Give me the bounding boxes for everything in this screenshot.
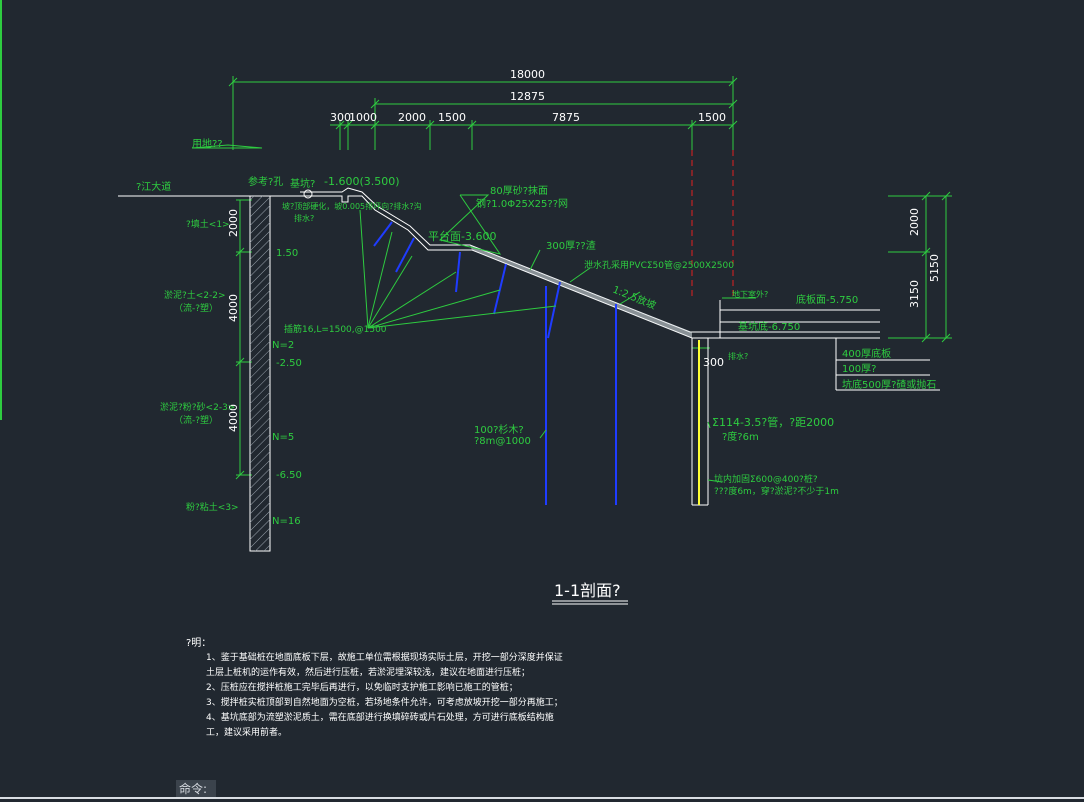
section-title: 1-1剖面? [554, 581, 621, 600]
label-dibang400: 400厚底板 [842, 347, 891, 360]
notes-heading: ?明： [186, 638, 212, 649]
label-neijia2: ???度6m，穿?淤泥?不少于1m [714, 485, 839, 497]
test-pile [249, 195, 271, 552]
label-soil3a: 淤泥?粉?砂<2-3> [160, 401, 235, 413]
command-line[interactable]: 命令: [176, 780, 216, 798]
label-kengdi500: 坑底500厚?碴或抛石 [842, 378, 936, 391]
dim-1500b: 1500 [698, 111, 726, 124]
dim-pile-2000: 2000 [227, 209, 240, 237]
dimension-text-group: 18000 12875 300 1000 2000 1500 7875 1500… [227, 68, 941, 432]
label-soil2a: 淤泥?土<2-2> [164, 289, 226, 301]
dim-v2000: 2000 [908, 208, 921, 236]
dim-18000: 18000 [510, 68, 545, 81]
level-1-50: 1.50 [276, 248, 298, 259]
label-jikeng: 基坑? [290, 177, 315, 190]
level-minus-2-50: -2.50 [276, 358, 302, 369]
shotcrete-band [470, 245, 692, 338]
dim-7875: 7875 [552, 111, 580, 124]
dimension-group [228, 76, 952, 480]
dim-w300: 300 [703, 356, 724, 369]
label-neijia1: 坑内加固Σ600@400?桩? [714, 473, 818, 485]
dim-1500a: 1500 [438, 111, 466, 124]
spt-n5: N=5 [272, 432, 294, 443]
label-paishui: 排水? [294, 213, 314, 223]
label-yongdi: 用地?? [192, 137, 223, 150]
dim-12875: 12875 [510, 90, 545, 103]
annotation-labels: 用地?? ?江大道 参考?孔 基坑? -1.600(3.500) 坡?顶部硬化，… [136, 137, 936, 527]
label-jikengdi: 基坑底-6.750 [738, 320, 800, 333]
dim-1000: 1000 [349, 111, 377, 124]
spt-n2: N=2 [272, 340, 294, 351]
dim-v5150: 5150 [928, 254, 941, 282]
label-pingtai: 平台面-3.600 [428, 229, 496, 243]
label-pvc: 泄水孔采用PVCΣ50管@2500X2500 [584, 259, 734, 271]
label-steelpipe2: ?度?6m [722, 430, 759, 443]
label-muzhuang: 100?杉木? [474, 423, 524, 436]
label-steelpipe1: Σ114-3.5?管，?距2000 [712, 415, 834, 429]
label-dixiashi: 地下室外? [732, 289, 768, 299]
label-dibanmian: 底板面-5.750 [796, 293, 858, 306]
label-slope-top-note: 坡?顶部硬化，坡0.005排坪向?排水?沟 [282, 201, 422, 211]
note-item: 2、压桩应在搅拌桩施工完毕后再进行，以免临时支护施工影响已施工的管桩； [206, 683, 518, 693]
label-paishuigou: 排水? [728, 351, 748, 361]
label-elev-top: -1.600(3.500) [324, 175, 400, 188]
label-refhole: 参考?孔 [248, 175, 283, 188]
viewport-frame-left [0, 0, 2, 420]
leader-lines [191, 144, 756, 483]
note-item: 4、基坑底部为流塑淤泥质土，需在底部进行换填碎砖或片石处理，方可进行底板结构施工… [206, 713, 554, 738]
label-soil1: ?填土<1> [186, 218, 230, 230]
label-c100: 100厚? [842, 363, 876, 375]
dim-v3150: 3150 [908, 280, 921, 308]
axis-lines [691, 150, 734, 300]
note-item: 1、鉴于基础桩在地面底板下层，故施工单位需根据现场实际土层，开挖一部分深度并保证… [206, 653, 563, 678]
label-mianceng: 80厚砂?抹面 [490, 184, 548, 197]
note-item: 3、搅拌桩实桩顶部到自然地面为空桩，若场地条件允许，可考虑放坡开挖一部分再施工； [206, 698, 563, 708]
label-tuding: 插筋16,L=1500,@1500 [284, 323, 387, 335]
slope-profile [118, 187, 940, 506]
dim-pile-4000a: 4000 [227, 294, 240, 322]
dim-2000: 2000 [398, 111, 426, 124]
label-soil4: 粉?粘土<3> [186, 501, 239, 513]
level-minus-6-50: -6.50 [276, 470, 302, 481]
label-muzhuang2: ?8m@1000 [474, 436, 531, 447]
label-soil2b: （流-?塑） [174, 302, 218, 314]
label-gangjinwang: 钢?1.0Φ25X25??网 [476, 197, 568, 210]
spt-n16: N=16 [272, 516, 301, 527]
label-soil3b: （流-?塑） [174, 414, 218, 426]
design-notes: ?明： 1、鉴于基础桩在地面底板下层，故施工单位需根据现场实际土层，开挖一部分深… [186, 636, 566, 741]
dim-300: 300 [330, 111, 351, 124]
label-houceng300: 300厚??渣 [546, 239, 596, 252]
dim-pile-4000b: 4000 [227, 404, 240, 432]
soil-nails [373, 221, 617, 505]
viewport-frame-bottom [0, 797, 1084, 799]
label-road: ?江大道 [136, 180, 171, 193]
